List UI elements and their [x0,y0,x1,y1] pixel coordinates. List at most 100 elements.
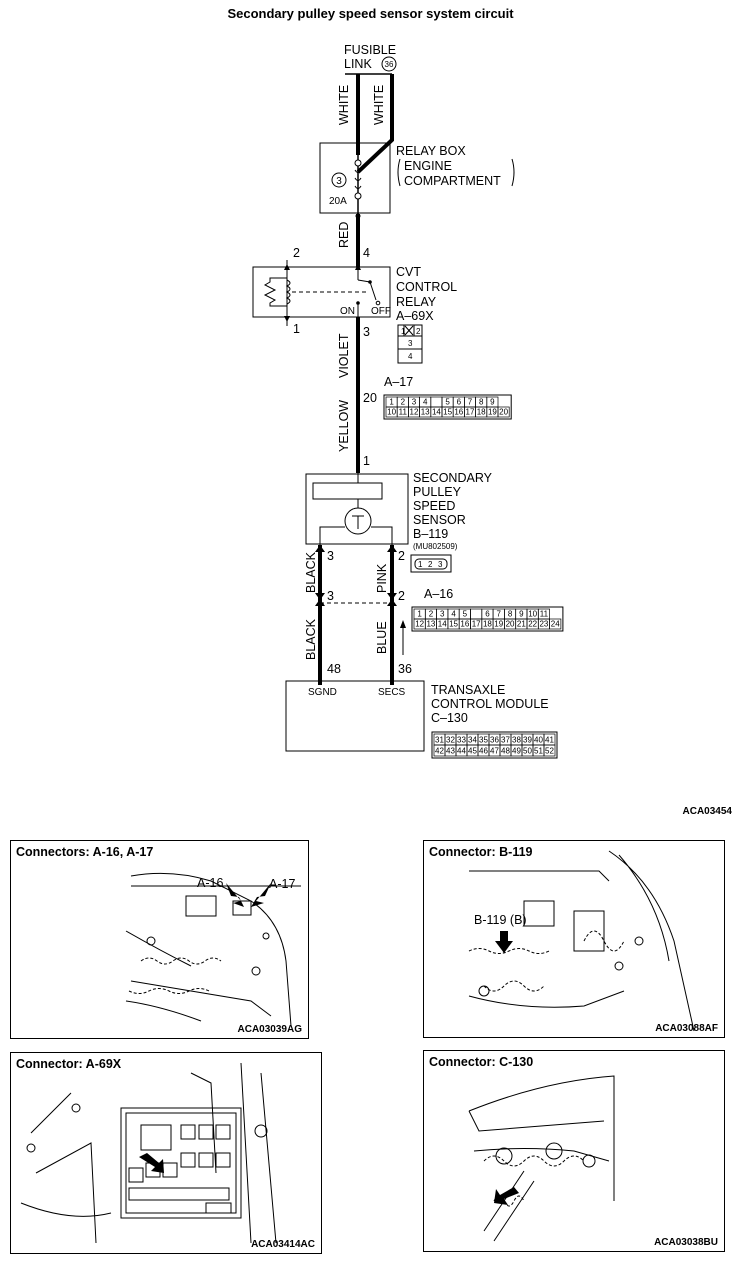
a17-pin: 17 [466,408,475,417]
a17-pin: 4 [423,398,428,407]
c130-pin: 45 [468,747,477,756]
a16-pin: 14 [438,620,447,629]
a17-pin: 2 [401,398,406,407]
cvt-relay-connector: A–69X [396,309,434,323]
a16-pin: 19 [494,620,503,629]
callout-b119: B-119 (B) [474,913,527,927]
sensor-label: SECONDARY [413,471,493,485]
relay-pin-2: 2 [293,246,300,260]
c130-pin: 42 [435,747,444,756]
cvt-relay-box [252,266,391,318]
sensor-pin-1: 1 [363,454,370,468]
c130-pin: 49 [512,747,521,756]
panel-connector-b119: Connector: B-119 B-119 (B) ACA03088AF [423,840,725,1038]
wire-label-white-left: WHITE [337,85,351,125]
a17-pin: 7 [468,398,473,407]
wire-white-right [356,74,394,174]
a16-pin: 2 [429,610,434,619]
relay-on-label: ON [340,306,355,317]
tcm-pin-36: 36 [398,662,412,676]
wire-label-black-upper: BLACK [304,551,318,593]
wire-label-white-right: WHITE [372,85,386,125]
a16-pin: 8 [508,610,513,619]
sensor-label-4: SENSOR [413,513,466,527]
a17-pin: 15 [443,408,452,417]
c130-pin: 40 [534,736,543,745]
b119-pin-1: 1 [418,560,423,569]
a16-pin: 18 [483,620,492,629]
a16-pin: 7 [497,610,502,619]
panel-connector-c130: Connector: C-130 ACA03038BU [423,1050,725,1252]
relay-box [319,142,391,214]
sensor-label-3: SPEED [413,499,455,513]
relay-box-label-2: ENGINE [404,159,452,173]
a17-pin: 5 [445,398,450,407]
wire-label-pink: PINK [375,563,389,593]
fuse-rating: 20A [329,196,347,207]
cvt-relay-label-3: RELAY [396,295,437,309]
tcm-pin-48: 48 [327,662,341,676]
a16-pin: 23 [539,620,548,629]
sensor-pin-3: 3 [327,549,334,563]
panel-code: ACA03039AG [237,1024,302,1035]
relay-box-label-3: COMPARTMENT [404,174,501,188]
a69x-connector-icon [397,324,423,364]
relay-pin-3: 3 [363,325,370,339]
panel-code: ACA03414AC [251,1239,315,1250]
a17-pin: 19 [488,408,497,417]
a17-pin: 18 [477,408,486,417]
a16-pin: 3 [440,610,445,619]
diagram-code-label: ACA03454 [682,806,732,817]
a16-pin: 21 [517,620,526,629]
tcm-connector: C–130 [431,711,468,725]
a16-pin: 5 [463,610,468,619]
c130-pin: 34 [468,736,477,745]
a17-pin: 6 [457,398,462,407]
relay-pin-4: 4 [363,246,370,260]
a17-pin: 12 [410,408,419,417]
a16-pin: 22 [528,620,537,629]
a16-pin-3: 3 [327,589,334,603]
c130-pin: 36 [490,736,499,745]
a17-pin: 13 [421,408,430,417]
c130-pin: 38 [512,736,521,745]
panel-title: Connector: C-130 [429,1055,534,1069]
c130-pin: 41 [545,736,554,745]
a69x-pin-2: 2 [416,327,421,336]
a16-pin: 6 [485,610,490,619]
a16-pin: 16 [460,620,469,629]
wire-label-violet: VIOLET [337,333,351,378]
a16-pin: 10 [528,610,537,619]
c130-pin: 50 [523,747,532,756]
tcm-sgnd: SGND [308,687,337,698]
a69x-pin-3: 3 [408,339,413,348]
a16-pin: 12 [415,620,424,629]
panel-connectors-a16-a17: Connectors: A-16, A-17 A-16 A-17 ACA0303… [10,840,309,1039]
a16-pin: 17 [472,620,481,629]
sensor-label-2: PULLEY [413,485,462,499]
panel-code: ACA03088AF [655,1023,718,1034]
tcm-secs: SECS [378,687,406,698]
a16-pin: 11 [540,610,549,619]
a17-pin: 9 [490,398,495,407]
sensor-part-number: (MU802509) [413,542,458,551]
a16-pin: 9 [519,610,524,619]
a17-pin: 16 [454,408,463,417]
c130-pin: 35 [479,736,488,745]
a17-pin: 10 [387,408,396,417]
panel-illustration: A-16 A-17 [125,872,301,1027]
tcm-label-2: CONTROL MODULE [431,697,549,711]
c130-pin: 52 [545,747,554,756]
c130-pin: 37 [501,736,510,745]
fusible-link-label: FUSIBLE [344,43,396,57]
cvt-relay-label: CVT [396,265,421,279]
panel-connector-a69x: Connector: A-69X ACA03414AC [10,1052,322,1254]
panel-title: Connectors: A-16, A-17 [16,845,154,859]
c130-pin: 46 [479,747,488,756]
callout-a16: A-16 [197,876,223,890]
panel-title: Connector: A-69X [16,1057,122,1071]
fusible-link-number-circle [381,56,397,72]
panel-code: ACA03038BU [654,1237,718,1248]
panel-illustration [20,1062,277,1244]
